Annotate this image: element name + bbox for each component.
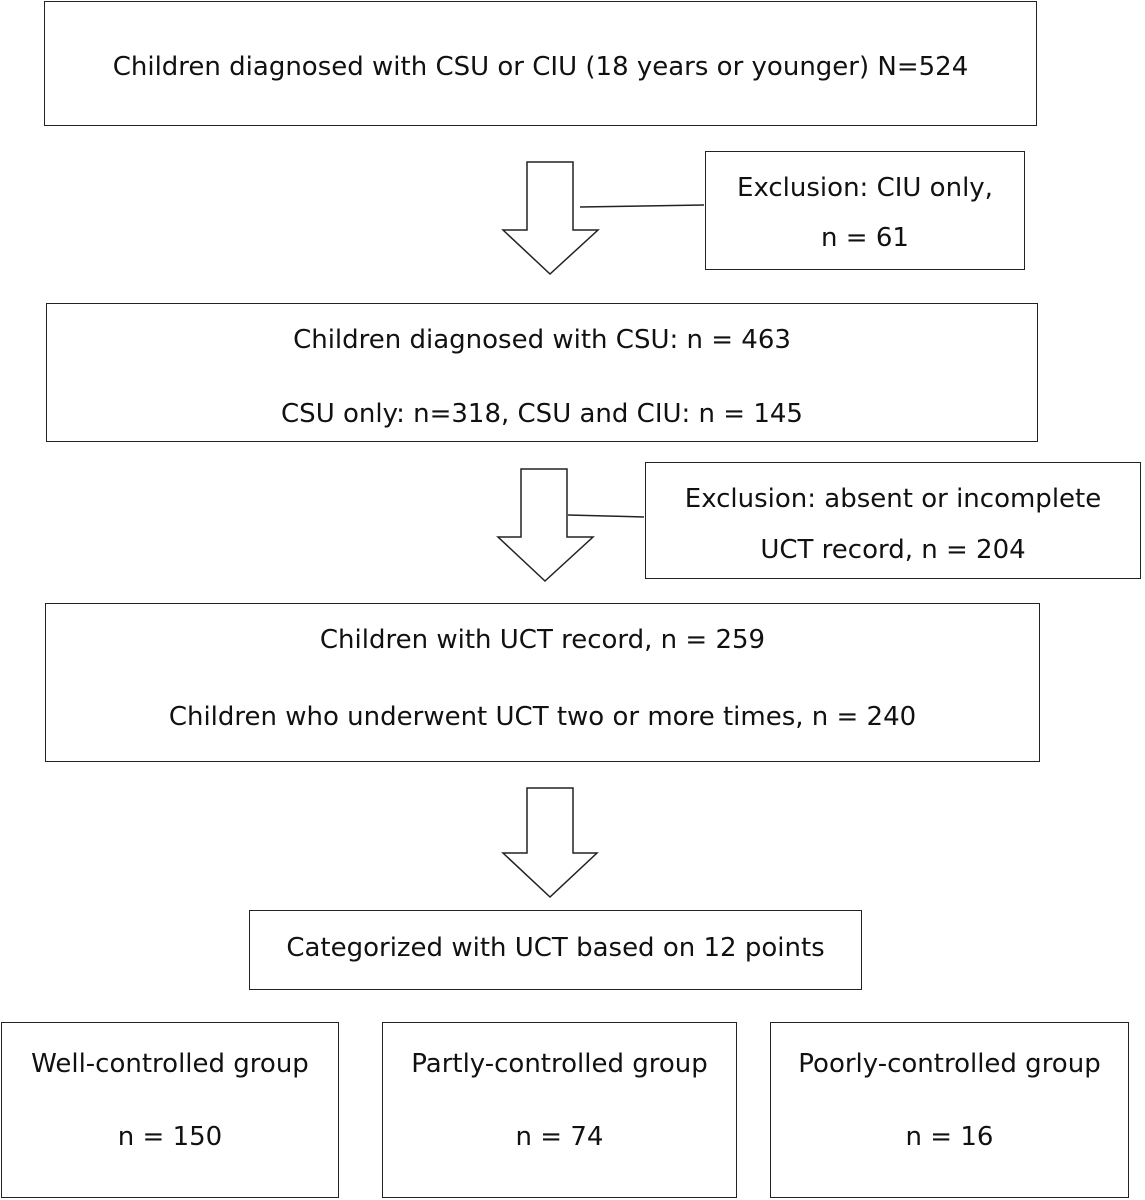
down-arrow-2: [496, 468, 595, 583]
group-label: Well-controlled group: [31, 1049, 309, 1079]
exclusion-connector-2: [567, 514, 645, 518]
start-text: Children diagnosed with CSU or CIU (18 y…: [112, 52, 969, 82]
start-box: Children diagnosed with CSU or CIU (18 y…: [44, 1, 1037, 126]
exclusion-connector-1: [579, 204, 705, 208]
csu-line-1: Children diagnosed with CSU: n = 463: [293, 325, 791, 355]
exclusion-1-line-2: n = 61: [821, 223, 909, 253]
exclusion-box-2: Exclusion: absent or incomplete UCT reco…: [645, 462, 1141, 579]
exclusion-2-line-2: UCT record, n = 204: [760, 535, 1026, 565]
group-label: Partly-controlled group: [411, 1049, 708, 1079]
exclusion-box-1: Exclusion: CIU only, n = 61: [705, 151, 1025, 270]
group-box-poorly-controlled: Poorly-controlled group n = 16: [770, 1022, 1129, 1198]
group-count: n = 74: [515, 1122, 604, 1152]
categorized-box: Categorized with UCT based on 12 points: [249, 910, 862, 990]
csu-box: Children diagnosed with CSU: n = 463 CSU…: [46, 303, 1038, 442]
exclusion-2-line-1: Exclusion: absent or incomplete: [684, 484, 1102, 514]
uct-line-1: Children with UCT record, n = 259: [319, 625, 766, 655]
down-arrow-1: [501, 161, 600, 276]
csu-line-2: CSU only: n=318, CSU and CIU: n = 145: [281, 399, 803, 429]
group-box-partly-controlled: Partly-controlled group n = 74: [382, 1022, 737, 1198]
categorized-text: Categorized with UCT based on 12 points: [286, 933, 825, 963]
group-count: n = 150: [117, 1122, 223, 1152]
uct-line-2: Children who underwent UCT two or more t…: [168, 702, 917, 732]
uct-box: Children with UCT record, n = 259 Childr…: [45, 603, 1040, 762]
down-arrow-3: [501, 787, 599, 899]
group-count: n = 16: [905, 1122, 994, 1152]
group-box-well-controlled: Well-controlled group n = 150: [1, 1022, 339, 1198]
group-label: Poorly-controlled group: [798, 1049, 1101, 1079]
exclusion-1-line-1: Exclusion: CIU only,: [737, 173, 993, 203]
